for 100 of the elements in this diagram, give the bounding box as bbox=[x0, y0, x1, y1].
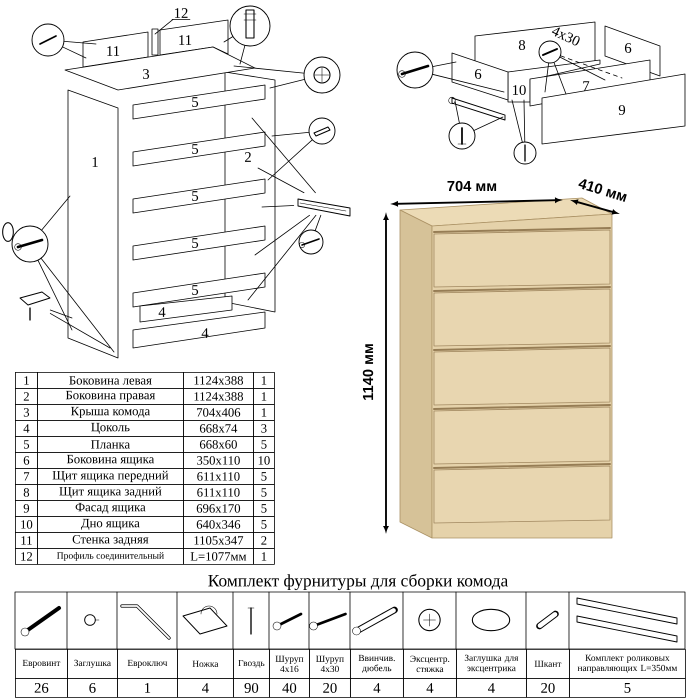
table-cell: Шуруп 4x16 bbox=[269, 649, 310, 679]
leader-line bbox=[41, 196, 70, 230]
detail-circle bbox=[448, 122, 476, 150]
table-cell: 2 bbox=[15, 388, 38, 405]
table-cell: Ножка bbox=[177, 649, 234, 679]
panel-drawing: 5 bbox=[132, 178, 266, 214]
leader-line bbox=[224, 36, 233, 42]
detail-circle bbox=[298, 230, 324, 254]
table-cell: Планка bbox=[37, 436, 184, 453]
table-cell: Евроключ bbox=[117, 649, 178, 679]
panel-drawing: 5 bbox=[132, 226, 266, 260]
table-cell: 26 bbox=[15, 678, 68, 698]
table-cell: 704x406 bbox=[183, 404, 254, 421]
leader-line bbox=[64, 40, 96, 44]
table-cell: 6 bbox=[15, 452, 38, 469]
table-cell: 5 bbox=[569, 678, 686, 698]
table-cell: 20 bbox=[309, 678, 351, 698]
table-cell: Евровинт bbox=[15, 649, 68, 679]
table-cell: 5 bbox=[253, 468, 275, 485]
table-cell: Боковина ящика bbox=[37, 452, 184, 469]
table-cell: 611x110 bbox=[183, 468, 254, 485]
panel-drawing: 5 bbox=[132, 272, 266, 308]
table-cell: 1 bbox=[15, 372, 38, 389]
leader-line bbox=[512, 100, 523, 142]
leader-line bbox=[524, 100, 526, 142]
table-cell: 350x110 bbox=[183, 452, 254, 469]
dimension-label: 410 мм bbox=[578, 179, 627, 202]
table-cell: 668x60 bbox=[183, 436, 254, 453]
table-cell: Заглушка для эксцентрика bbox=[456, 649, 527, 679]
panel-drawing: 11 bbox=[82, 32, 148, 68]
leader-line bbox=[272, 132, 309, 136]
table-cell: Гвоздь bbox=[233, 649, 270, 679]
table-cell: Боковина правая bbox=[37, 388, 184, 405]
table-cell: Крыша комода bbox=[37, 404, 184, 421]
table-cell: 1124x388 bbox=[183, 388, 254, 405]
table-cell: 3 bbox=[253, 420, 275, 437]
table-cell: 1 bbox=[253, 404, 275, 421]
detail-circle bbox=[2, 222, 48, 262]
table-cell: Заглушка bbox=[67, 649, 118, 679]
table-cell: 696x170 bbox=[183, 500, 254, 517]
part-label: 4x30 bbox=[552, 28, 580, 46]
table-title: Комплект фурнитуры для сборки комода bbox=[208, 574, 508, 590]
table-cell: Ввинчив. дюбель bbox=[350, 649, 404, 679]
leader-line bbox=[314, 214, 322, 231]
detail-circle bbox=[308, 118, 336, 144]
table-cell: 3 bbox=[15, 404, 38, 421]
table-cell: 90 bbox=[233, 678, 270, 698]
detail-circle bbox=[304, 56, 340, 94]
dimension-label: 704 мм bbox=[448, 180, 496, 192]
leader-line bbox=[268, 140, 312, 180]
table-cell: 5 bbox=[253, 484, 275, 501]
table-cell: 640x346 bbox=[183, 516, 254, 533]
table-cell: 5 bbox=[253, 516, 275, 533]
table-cell: Дно ящика bbox=[37, 516, 184, 533]
table-cell: 1 bbox=[253, 372, 275, 389]
table-cell: 611x110 bbox=[183, 484, 254, 501]
table-cell: 1 bbox=[253, 548, 275, 565]
leader-line bbox=[50, 310, 72, 318]
table-cell: Комплект роликовых направляющих L=350мм bbox=[569, 649, 686, 679]
leader-line bbox=[38, 260, 72, 330]
table-cell: 4 bbox=[403, 678, 457, 698]
table-cell: 2 bbox=[253, 532, 275, 549]
table-cell: Щит ящика передний bbox=[37, 468, 184, 485]
table-cell: Шкант bbox=[526, 649, 570, 679]
leader-line bbox=[254, 214, 310, 256]
leader-line bbox=[554, 62, 566, 94]
table-cell: 5 bbox=[253, 436, 275, 453]
leader-line bbox=[560, 56, 622, 78]
table-cell: 4 bbox=[15, 420, 38, 437]
part-drawing bbox=[298, 198, 350, 216]
table-cell: 5 bbox=[253, 500, 275, 517]
table-cell: L=1077мм bbox=[183, 548, 254, 565]
leader-line bbox=[154, 19, 174, 34]
table-cell: Эксцентр. стяжка bbox=[403, 649, 457, 679]
dimension-label: 1140 мм bbox=[362, 344, 374, 400]
table-cell: 7 bbox=[15, 468, 38, 485]
leader-line bbox=[432, 74, 504, 92]
table-cell: 9 bbox=[15, 500, 38, 517]
table-cell: 668x74 bbox=[183, 420, 254, 437]
panel-drawing: 5 bbox=[132, 84, 266, 120]
leader-line bbox=[62, 46, 86, 58]
table-cell: Стенка задняя bbox=[37, 532, 184, 549]
table-cell: 4 bbox=[350, 678, 404, 698]
table-cell: Шуруп 4x30 bbox=[309, 649, 351, 679]
part-drawing bbox=[20, 292, 50, 321]
table-cell: 1 bbox=[117, 678, 178, 698]
leader-line bbox=[240, 45, 246, 64]
table-cell: 4 bbox=[177, 678, 234, 698]
leader-line bbox=[248, 214, 316, 300]
leader-line bbox=[234, 66, 304, 74]
leader-line bbox=[252, 118, 316, 194]
detail-circle bbox=[32, 24, 64, 56]
leader-line bbox=[262, 205, 294, 208]
table-cell: Фасад ящика bbox=[37, 500, 184, 517]
table-cell: 11 bbox=[15, 532, 38, 549]
table-cell: 8 bbox=[15, 484, 38, 501]
table-cell: 1124x388 bbox=[183, 372, 254, 389]
leader-line bbox=[454, 100, 460, 124]
leader-line bbox=[474, 116, 504, 131]
detail-circle bbox=[396, 52, 434, 88]
